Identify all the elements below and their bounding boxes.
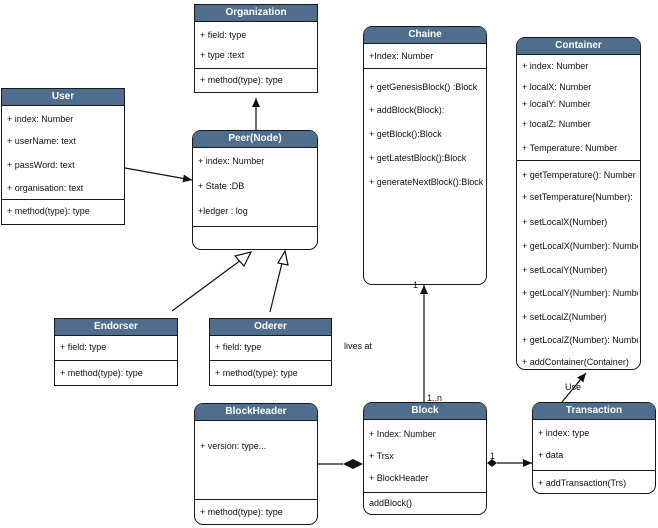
- blockheader-method-0: + method(type): type: [200, 507, 283, 517]
- organization-class[interactable]: Organization + field: type + type :text …: [194, 4, 318, 93]
- container-title: Container: [517, 38, 640, 55]
- peer-empty-section: [193, 227, 317, 249]
- multiplicity-one-to-n: 1..n: [427, 393, 443, 403]
- orderer-method-0: + method(type): type: [215, 368, 298, 378]
- user-class[interactable]: User + index: Number + userName: text + …: [1, 88, 125, 225]
- blockheader-composition-diamond: [343, 459, 363, 469]
- blockheader-class[interactable]: BlockHeader + version: type... + method(…: [194, 403, 318, 525]
- chaine-class[interactable]: Chaine +Index: Number + getGenesisBlock(…: [363, 26, 487, 285]
- chaine-method-3: + getLatestBlock():Block: [369, 153, 467, 163]
- chaine-attr-0: +Index: Number: [369, 51, 434, 61]
- chaine-method-1: + addBlock(Block):: [369, 105, 445, 115]
- container-method-2: + setLocalX(Number): [522, 217, 608, 227]
- container-method-6: + setLocalZ(Number): [522, 312, 607, 322]
- container-method-4: + setLocalY(Number): [522, 265, 608, 275]
- container-attr-0: + index: Number: [522, 61, 589, 71]
- peer-attr-0: + index: Number: [198, 156, 265, 166]
- blockheader-attr-0: + version: type...: [200, 441, 267, 451]
- user-attr-0: + index: Number: [7, 114, 74, 124]
- user-attr-1: + userName: text: [7, 136, 76, 146]
- block-title: Block: [364, 403, 486, 420]
- chaine-method-0: + getGenesisBlock() :Block: [369, 82, 478, 92]
- orderer-title: Oderer: [210, 319, 331, 336]
- container-attr-3: + localZ: Number: [522, 119, 591, 129]
- container-method-7: + getLocalZ(Number): Number: [522, 335, 638, 345]
- endorser-attr-0: + field: type: [60, 342, 107, 352]
- transaction-title: Transaction: [533, 403, 655, 420]
- user-title: User: [2, 89, 124, 106]
- endorser-generalization-head: [233, 251, 253, 268]
- endorser-class[interactable]: Endorser + field: type + method(type): t…: [54, 318, 178, 386]
- peer-node-title: Peer(Node): [193, 131, 317, 148]
- orderer-generalization-head: [277, 249, 289, 266]
- container-method-1: + setTemperature(Number):: [522, 192, 633, 202]
- endorser-title: Endorser: [55, 319, 177, 336]
- peer-attr-2: +ledger : log: [198, 206, 248, 216]
- organization-method-0: + method(type): type: [200, 75, 283, 85]
- block-attr-0: + Index: Number: [369, 429, 436, 439]
- user-to-peer-edge: [124, 167, 193, 183]
- transaction-composition-diamond: [487, 459, 497, 467]
- orderer-generalization-edge: [269, 262, 283, 313]
- peer-attr-1: + State :DB: [198, 181, 245, 191]
- multiplicity-one-top: 1: [413, 280, 419, 290]
- multiplicity-one-right: 1: [490, 451, 496, 461]
- container-method-3: + getLocalX(Number): Number: [522, 241, 638, 251]
- transaction-class[interactable]: Transaction + index: type + data + addTr…: [532, 402, 656, 494]
- lives-at-label: lives at: [344, 341, 373, 351]
- block-attr-1: + Trsx: [369, 451, 394, 461]
- container-method-0: + getTemperature(): Number: [522, 170, 636, 180]
- organization-title: Organization: [195, 5, 317, 22]
- transaction-to-container-edge: [561, 372, 587, 403]
- blockheader-title: BlockHeader: [195, 404, 317, 421]
- container-attr-4: + Temperature: Number: [522, 143, 618, 153]
- user-method-0: + method(type): type: [7, 206, 90, 216]
- endorser-generalization-edge: [171, 259, 242, 312]
- block-attr-2: + BlockHeader: [369, 473, 429, 483]
- container-class[interactable]: Container + index: Number + localX: Numb…: [516, 37, 641, 370]
- container-attr-2: + localY: Number: [522, 99, 591, 109]
- peer-node-class[interactable]: Peer(Node) + index: Number + State :DB +…: [192, 130, 318, 250]
- organization-attr-0: + field: type: [200, 30, 247, 40]
- chaine-method-4: + generateNextBlock():Block: [369, 177, 484, 187]
- transaction-method-0: + addTransaction(Trs): [538, 478, 627, 488]
- container-method-5: + getLocalY(Number): Number: [522, 288, 638, 298]
- organization-attr-1: + type :text: [200, 50, 245, 60]
- chaine-method-2: + getBlock():Block: [369, 129, 442, 139]
- user-attr-2: + passWord: text: [7, 160, 75, 170]
- chaine-title: Chaine: [364, 27, 486, 44]
- transaction-attr-0: + index: type: [538, 428, 590, 438]
- orderer-class[interactable]: Oderer + field: type + method(type): typ…: [209, 318, 332, 386]
- user-attr-3: + organisation: text: [7, 183, 84, 193]
- orderer-attr-0: + field: type: [215, 342, 262, 352]
- use-label: Use: [565, 382, 582, 392]
- block-class[interactable]: Block + Index: Number + Trsx + BlockHead…: [363, 402, 487, 515]
- endorser-method-0: + method(type): type: [60, 368, 143, 378]
- transaction-attr-1: + data: [538, 450, 564, 460]
- container-method-8: + addContainer(Container): [522, 357, 629, 367]
- container-attr-1: + localX: Number: [522, 82, 592, 92]
- block-method-0: addBlock(): [369, 498, 413, 508]
